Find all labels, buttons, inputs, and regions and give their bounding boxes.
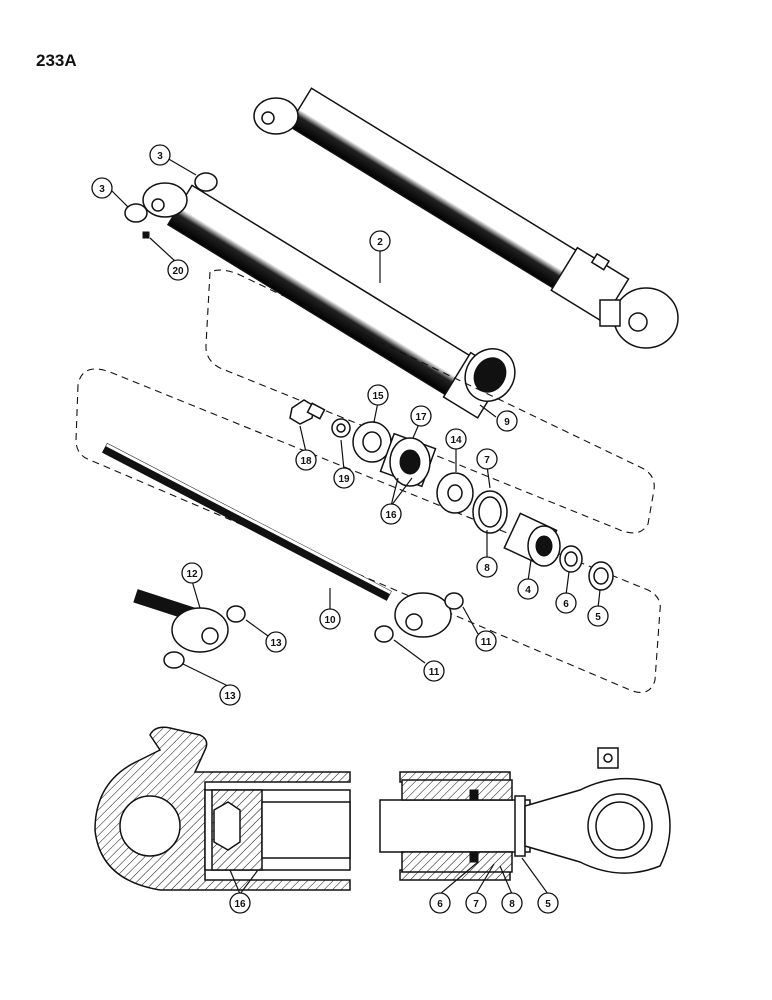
callout-11: 11 xyxy=(475,630,497,652)
svg-text:15: 15 xyxy=(372,391,384,402)
piston-group-outline xyxy=(75,368,661,693)
svg-text:5: 5 xyxy=(545,899,551,910)
callout-7-section: 7 xyxy=(465,892,487,914)
callout-5: 5 xyxy=(587,605,609,627)
callout-16-section: 16 xyxy=(229,892,251,914)
callout-18: 18 xyxy=(295,449,317,471)
bushing-part-13 xyxy=(163,651,185,669)
callout-12: 12 xyxy=(181,562,203,584)
svg-text:3: 3 xyxy=(99,184,105,195)
svg-text:8: 8 xyxy=(484,563,490,574)
svg-text:9: 9 xyxy=(504,417,510,428)
leader-lines xyxy=(109,157,601,895)
bolt-part-18 xyxy=(289,399,326,425)
spacer-part-14 xyxy=(436,472,474,514)
callout-20: 20 xyxy=(167,259,189,281)
tube-group-outline xyxy=(205,269,655,534)
piston-rod-part-10 xyxy=(102,442,464,638)
svg-text:5: 5 xyxy=(595,612,601,623)
callout-4: 4 xyxy=(517,578,539,600)
svg-text:16: 16 xyxy=(385,510,397,521)
svg-text:14: 14 xyxy=(450,435,462,446)
section-view-base-end xyxy=(94,726,351,891)
cylinder-tube-part-2 xyxy=(142,182,516,419)
piston-part-17 xyxy=(379,432,437,488)
svg-text:6: 6 xyxy=(437,899,443,910)
svg-text:6: 6 xyxy=(563,599,569,610)
callout-7: 7 xyxy=(476,448,498,470)
svg-text:8: 8 xyxy=(509,899,515,910)
callout-6-section: 6 xyxy=(429,892,451,914)
bushing-part-3 xyxy=(124,172,218,239)
svg-text:12: 12 xyxy=(186,569,198,580)
svg-text:7: 7 xyxy=(484,455,490,466)
callout-8: 8 xyxy=(476,556,498,578)
svg-text:16: 16 xyxy=(234,899,246,910)
callout-6: 6 xyxy=(555,592,577,614)
callout-17: 17 xyxy=(410,405,432,427)
callout-11: 11 xyxy=(423,660,445,682)
rod-end-part-12 xyxy=(133,589,246,653)
svg-text:17: 17 xyxy=(415,412,427,423)
callout-3: 3 xyxy=(91,177,113,199)
callout-9: 9 xyxy=(496,410,518,432)
o-ring-part-6 xyxy=(559,545,583,573)
wear-ring-part-15 xyxy=(352,421,392,463)
callout-13: 13 xyxy=(219,684,241,706)
section-view-rod-end xyxy=(379,747,671,881)
callout-13: 13 xyxy=(265,631,287,653)
svg-text:11: 11 xyxy=(481,637,492,648)
callout-16: 16 xyxy=(380,503,402,525)
bushing-part-11 xyxy=(374,625,394,643)
gland-part-4 xyxy=(503,512,561,567)
callout-5-section: 5 xyxy=(537,892,559,914)
svg-text:18: 18 xyxy=(300,456,312,467)
svg-text:11: 11 xyxy=(429,667,440,678)
svg-text:13: 13 xyxy=(270,638,282,649)
svg-text:10: 10 xyxy=(324,615,336,626)
callout-2: 2 xyxy=(369,230,391,252)
callout-15: 15 xyxy=(367,384,389,406)
callout-10: 10 xyxy=(319,608,341,630)
callout-8-section: 8 xyxy=(501,892,523,914)
assembled-cylinder-upper xyxy=(253,87,679,349)
page-number: 233A xyxy=(36,51,77,70)
wiper-part-5 xyxy=(588,561,614,591)
svg-text:4: 4 xyxy=(525,585,531,596)
svg-text:3: 3 xyxy=(157,151,163,162)
seal-ring-part-7 xyxy=(472,490,508,534)
callout-19: 19 xyxy=(333,467,355,489)
callout-3: 3 xyxy=(149,144,171,166)
svg-text:7: 7 xyxy=(473,899,479,910)
callout-14: 14 xyxy=(445,428,467,450)
svg-text:13: 13 xyxy=(224,691,236,702)
svg-text:19: 19 xyxy=(338,474,350,485)
svg-text:20: 20 xyxy=(172,266,184,277)
svg-text:2: 2 xyxy=(377,237,383,248)
